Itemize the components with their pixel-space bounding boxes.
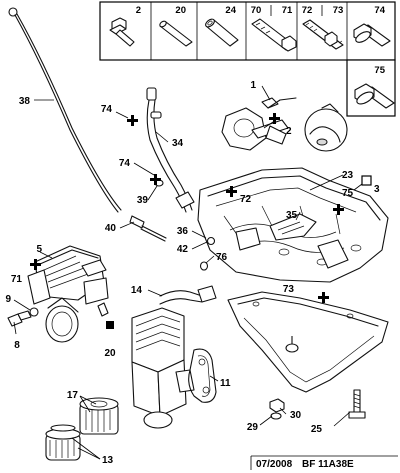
header-box-2: 2 [109, 5, 141, 47]
callout-17: 17 [67, 390, 79, 401]
footer-reference: 07/2008 BF 11A38E [250, 455, 398, 470]
header-box-75: 75 [354, 65, 395, 109]
cross-marker-74b [150, 174, 161, 185]
callout-30: 30 [290, 410, 302, 421]
heat-exchanger [131, 307, 195, 429]
header-label-74: 74 [374, 5, 385, 16]
torque-cross-markers [30, 113, 344, 329]
callout-25: 25 [311, 424, 323, 435]
dipstick-guide-tube [146, 87, 195, 213]
cross-marker-75 [333, 204, 344, 215]
oil-pump-assembly [221, 97, 297, 151]
header-box-74: 74 [353, 5, 391, 47]
oil-pressure-switch [7, 310, 32, 327]
oil-filter-cap [45, 424, 81, 461]
callout-8: 8 [14, 340, 20, 351]
header-label-71: 71 [282, 5, 293, 16]
callout-36: 36 [177, 226, 189, 237]
cross-marker-74a [127, 115, 138, 126]
footer-reference-code: BF 11A38E [302, 459, 354, 470]
callout-39: 39 [137, 195, 149, 206]
callout-13: 13 [102, 455, 114, 466]
callout-20: 20 [104, 348, 116, 359]
header-label-20: 20 [175, 5, 186, 16]
callout-74-lower: 74 [119, 158, 131, 169]
header-label-70: 70 [251, 5, 262, 16]
header-label-73: 73 [333, 5, 344, 16]
seal-ring-42 [206, 236, 216, 246]
flange-bolt-large-icon [354, 83, 395, 109]
header-label-72: 72 [302, 5, 313, 16]
square-marker-20 [106, 321, 114, 329]
callout-14: 14 [131, 285, 143, 296]
callout-29: 29 [247, 422, 259, 433]
callout-75: 75 [342, 188, 354, 199]
header-box-20: 20 [159, 5, 193, 47]
callout-5: 5 [36, 244, 42, 255]
header-box-24: 24 [205, 5, 239, 47]
callout-40: 40 [105, 223, 117, 234]
oil-dipstick [8, 7, 122, 213]
flange-bolt-icon [353, 23, 391, 47]
header-label-75: 75 [374, 65, 385, 76]
footer-date: 07/2008 [256, 459, 293, 470]
oil-filter-element [79, 397, 119, 435]
hollow-dowel-icon [205, 18, 239, 47]
heat-exchanger-gasket [188, 348, 217, 403]
callout-74-upper: 74 [101, 104, 113, 115]
callout-2: 2 [286, 126, 292, 137]
cross-marker-72 [226, 186, 237, 197]
callout-34: 34 [172, 138, 184, 149]
callout-73: 73 [283, 284, 295, 295]
callout-1: 1 [250, 80, 256, 91]
callout-71: 71 [11, 274, 23, 285]
stud-bolt-icon [302, 19, 344, 50]
oil-pickup-strainer [269, 213, 317, 241]
parts-header: 2 20 24 70 71 [99, 1, 396, 117]
header-box-72-73: 72 73 [302, 5, 344, 50]
callout-72: 72 [240, 194, 252, 205]
header-box-70-71: 70 71 [251, 5, 297, 52]
cross-marker-71 [30, 259, 41, 270]
callout-9: 9 [5, 294, 11, 305]
callout-38: 38 [19, 96, 31, 107]
callout-11: 11 [220, 378, 231, 389]
callout-42: 42 [177, 244, 189, 255]
drain-plug [269, 398, 285, 420]
cross-marker-73 [318, 292, 329, 303]
callout-35: 35 [286, 210, 298, 221]
oil-level-sensor [129, 215, 167, 242]
seal-ring-9 [29, 307, 39, 317]
header-label-2: 2 [136, 5, 141, 16]
callout-76: 76 [216, 252, 228, 263]
seal-detail-inset [304, 103, 348, 152]
cross-marker-2 [269, 113, 280, 124]
sump-stud [348, 389, 366, 419]
part-3-marker [361, 175, 372, 186]
callout-23: 23 [342, 170, 354, 181]
dowel-pin-icon [159, 20, 193, 47]
oil-sump [227, 291, 389, 393]
callout-labels: 38 74 34 74 39 40 1 2 23 75 3 72 35 36 4… [5, 80, 380, 466]
long-hex-bolt-icon [251, 18, 297, 52]
callout-3: 3 [374, 184, 380, 195]
oil-filter-housing [27, 245, 109, 343]
oil-return-hose [159, 285, 217, 305]
header-label-24: 24 [225, 5, 236, 16]
short-flange-bolt-icon [109, 17, 135, 47]
leader-lines [13, 85, 363, 460]
dowel-76 [199, 261, 209, 271]
